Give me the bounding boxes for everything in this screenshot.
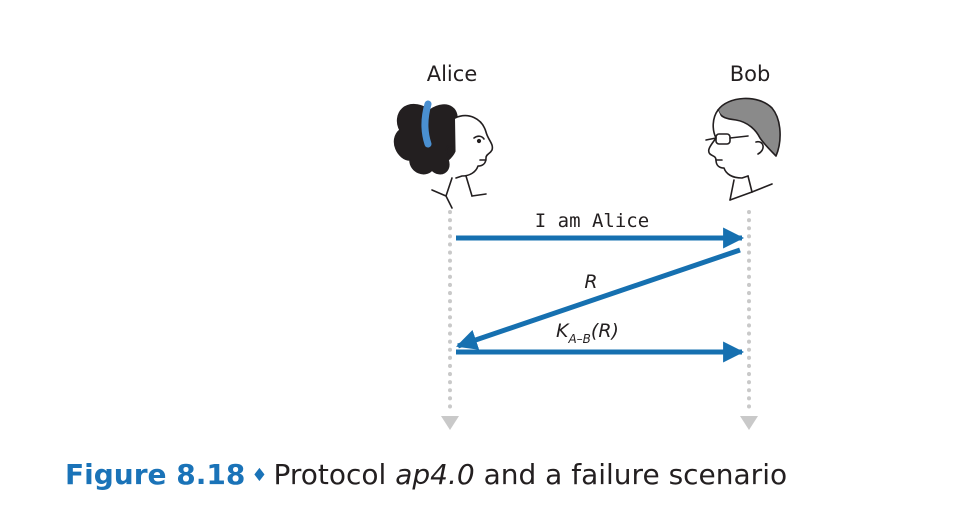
caption-text-before: Protocol xyxy=(273,458,396,491)
figure-caption: Figure 8.18♦Protocol ap4.0 and a failure… xyxy=(65,458,787,491)
message-label-3-arg: (R) xyxy=(591,320,619,342)
message-label-3-key: K xyxy=(556,320,570,342)
bob-portrait-icon xyxy=(705,97,781,201)
caption-text-after: and a failure scenario xyxy=(474,458,788,491)
caption-protocol-name: ap4.0 xyxy=(395,458,475,491)
message-label-3-subscript: A–B xyxy=(567,332,590,346)
figure-label: Figure 8.18 xyxy=(65,458,246,491)
bob-label: Bob xyxy=(729,62,771,86)
alice-lifeline-arrowhead xyxy=(441,416,459,430)
alice-portrait-icon xyxy=(393,100,494,209)
message-label-3: KA–B(R) xyxy=(556,320,619,346)
message-label-1: I am Alice xyxy=(535,210,649,232)
caption-separator-icon: ♦ xyxy=(251,465,268,486)
message-label-2: R xyxy=(584,271,597,293)
bob-lifeline-arrowhead xyxy=(740,416,758,430)
alice-label: Alice xyxy=(426,62,478,86)
message-arrow-2 xyxy=(456,247,741,350)
